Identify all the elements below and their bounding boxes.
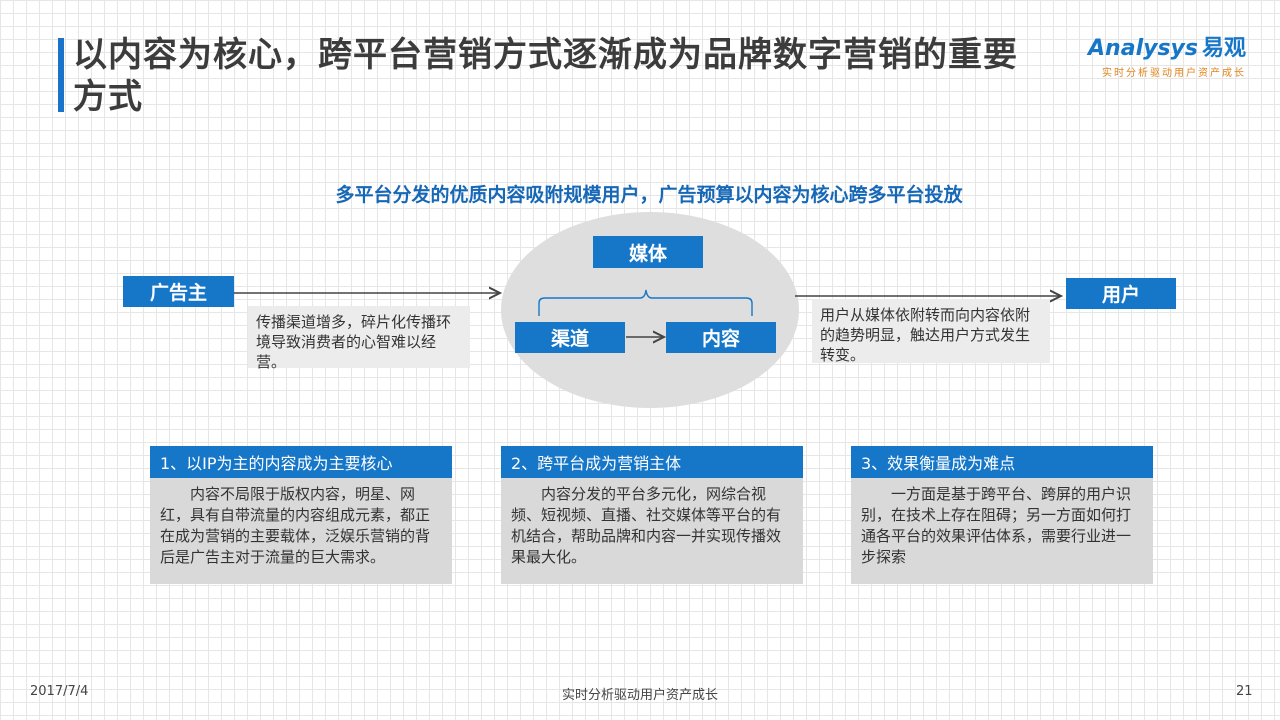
logo-tagline: 实时分析驱动用户资产成长	[1102, 68, 1246, 79]
card-2-body: 内容分发的平台多元化，网综合视频、短视频、直播、社交媒体等平台的有机结合，帮助品…	[501, 478, 803, 584]
user-note: 用户从媒体依附转而向内容依附的趋势明显，触达用户方式发生转变。	[812, 299, 1050, 364]
logo-cn: 易观	[1201, 36, 1246, 61]
footer-date: 2017/7/4	[30, 684, 89, 699]
card-3-body: 一方面是基于跨平台、跨屏的用户识别，在技术上存在阻碍；另一方面如何打通各平台的效…	[851, 478, 1153, 584]
footer-tagline: 实时分析驱动用户资产成长	[561, 688, 718, 703]
page-number: 21	[1236, 684, 1253, 699]
title-accent-bar	[58, 38, 64, 112]
card-2-title: 2、跨平台成为营销主体	[501, 446, 803, 478]
advertiser-box: 广告主	[123, 276, 234, 307]
media-box: 媒体	[593, 236, 703, 268]
advertiser-note: 传播渠道增多，碎片化传播环境导致消费者的心智难以经营。	[248, 306, 470, 371]
card-3-title: 3、效果衡量成为难点	[851, 446, 1153, 478]
media-brace	[538, 289, 753, 316]
logo-en: Analysys	[1088, 36, 1198, 61]
diagram-subtitle: 多平台分发的优质内容吸附规模用户，广告预算以内容为核心跨多平台投放	[335, 184, 963, 206]
card-1-title: 1、以IP为主的内容成为主要核心	[150, 446, 452, 478]
page-title: 以内容为核心，跨平台营销方式逐渐成为品牌数字营销的重要方式	[73, 35, 1018, 117]
content-box: 内容	[666, 322, 776, 353]
channel-box: 渠道	[515, 322, 625, 353]
card-1-body: 内容不局限于版权内容，明星、网红，具有自带流量的内容组成元素，都正在成为营销的主…	[150, 478, 452, 584]
user-box: 用户	[1066, 278, 1176, 309]
